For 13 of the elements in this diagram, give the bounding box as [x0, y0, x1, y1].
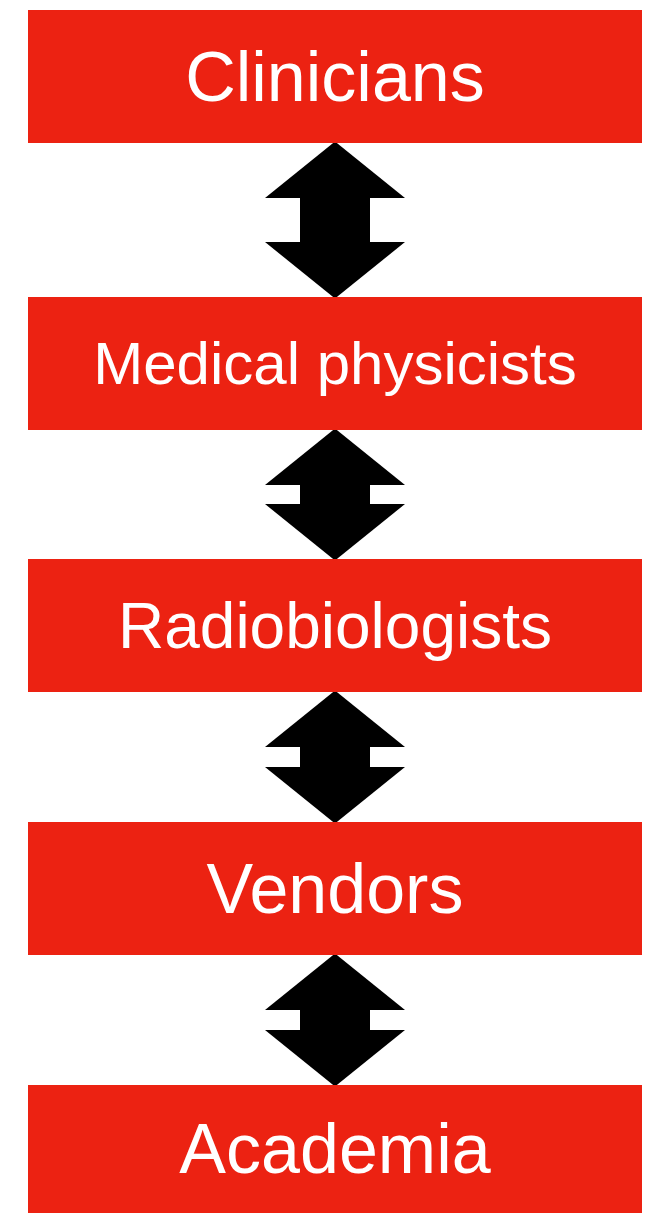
- role-box: [28, 10, 642, 143]
- double-arrow: [265, 690, 405, 824]
- role-box: [28, 559, 642, 692]
- role-label: Academia: [179, 1114, 491, 1184]
- role-box: [28, 297, 642, 430]
- role-label: Medical physicists: [93, 333, 577, 394]
- double-arrow: [265, 141, 405, 299]
- role-label: Clinicians: [185, 41, 485, 112]
- double-arrow: [265, 953, 405, 1087]
- role-box: [28, 822, 642, 955]
- role-box: [28, 1085, 642, 1213]
- double-arrow: [265, 428, 405, 561]
- role-label: Vendors: [206, 853, 464, 924]
